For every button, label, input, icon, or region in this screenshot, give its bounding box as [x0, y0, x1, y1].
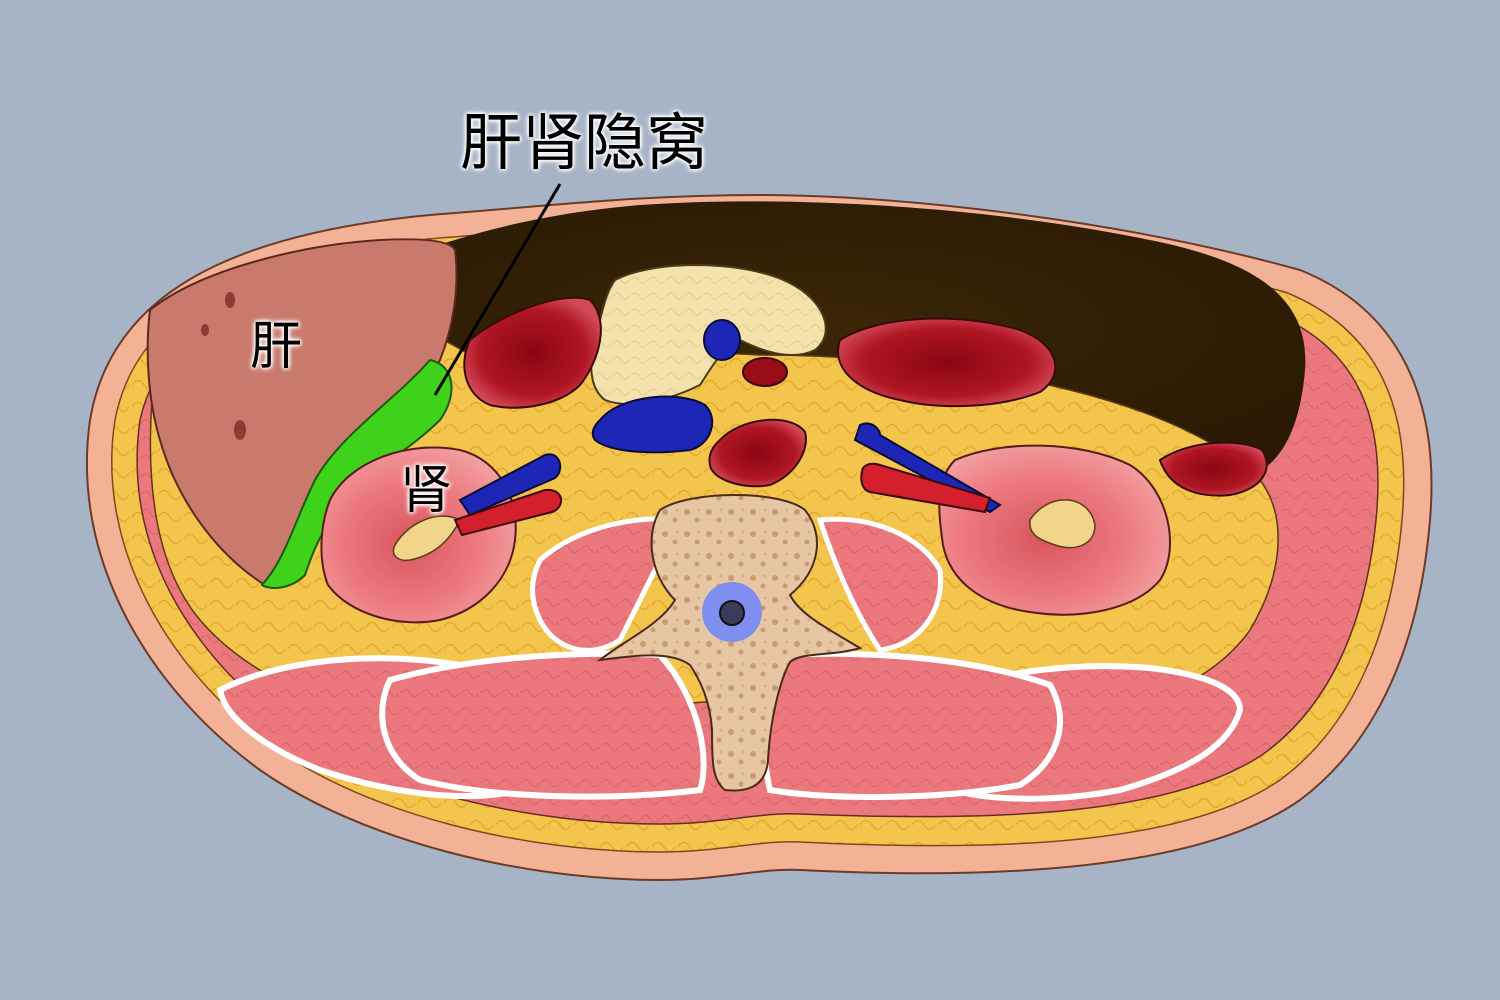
liver-vessel: [225, 292, 235, 308]
renal-artery-left: [453, 488, 562, 537]
hepatorenal-recess-label: 肝肾隐窝: [460, 106, 709, 179]
erector-right: [761, 650, 1063, 800]
vertebra: [596, 494, 863, 792]
inferior-vena-cava: [591, 395, 714, 454]
right-colon: [837, 317, 1057, 408]
kidney-label: 肾: [400, 461, 453, 521]
renal-pelvis-right: [1029, 499, 1096, 549]
psoas-right: [816, 516, 944, 653]
mesenteric-vein: [703, 319, 741, 361]
liver-label: 肝: [250, 317, 303, 377]
descending-colon: [1158, 441, 1268, 497]
spinal-cord: [719, 600, 745, 626]
mesenteric-artery: [742, 357, 788, 387]
renal-artery-right: [860, 462, 992, 514]
erector-left: [379, 650, 707, 800]
renal-pelvis-left: [392, 515, 462, 562]
liver-vessel: [201, 324, 209, 336]
renal-vein-left: [458, 453, 562, 517]
left-colon: [463, 296, 602, 409]
recess-leader-line: [433, 183, 562, 396]
liver-vessel: [234, 420, 246, 440]
aorta: [708, 418, 807, 488]
psoas-left: [530, 516, 684, 653]
